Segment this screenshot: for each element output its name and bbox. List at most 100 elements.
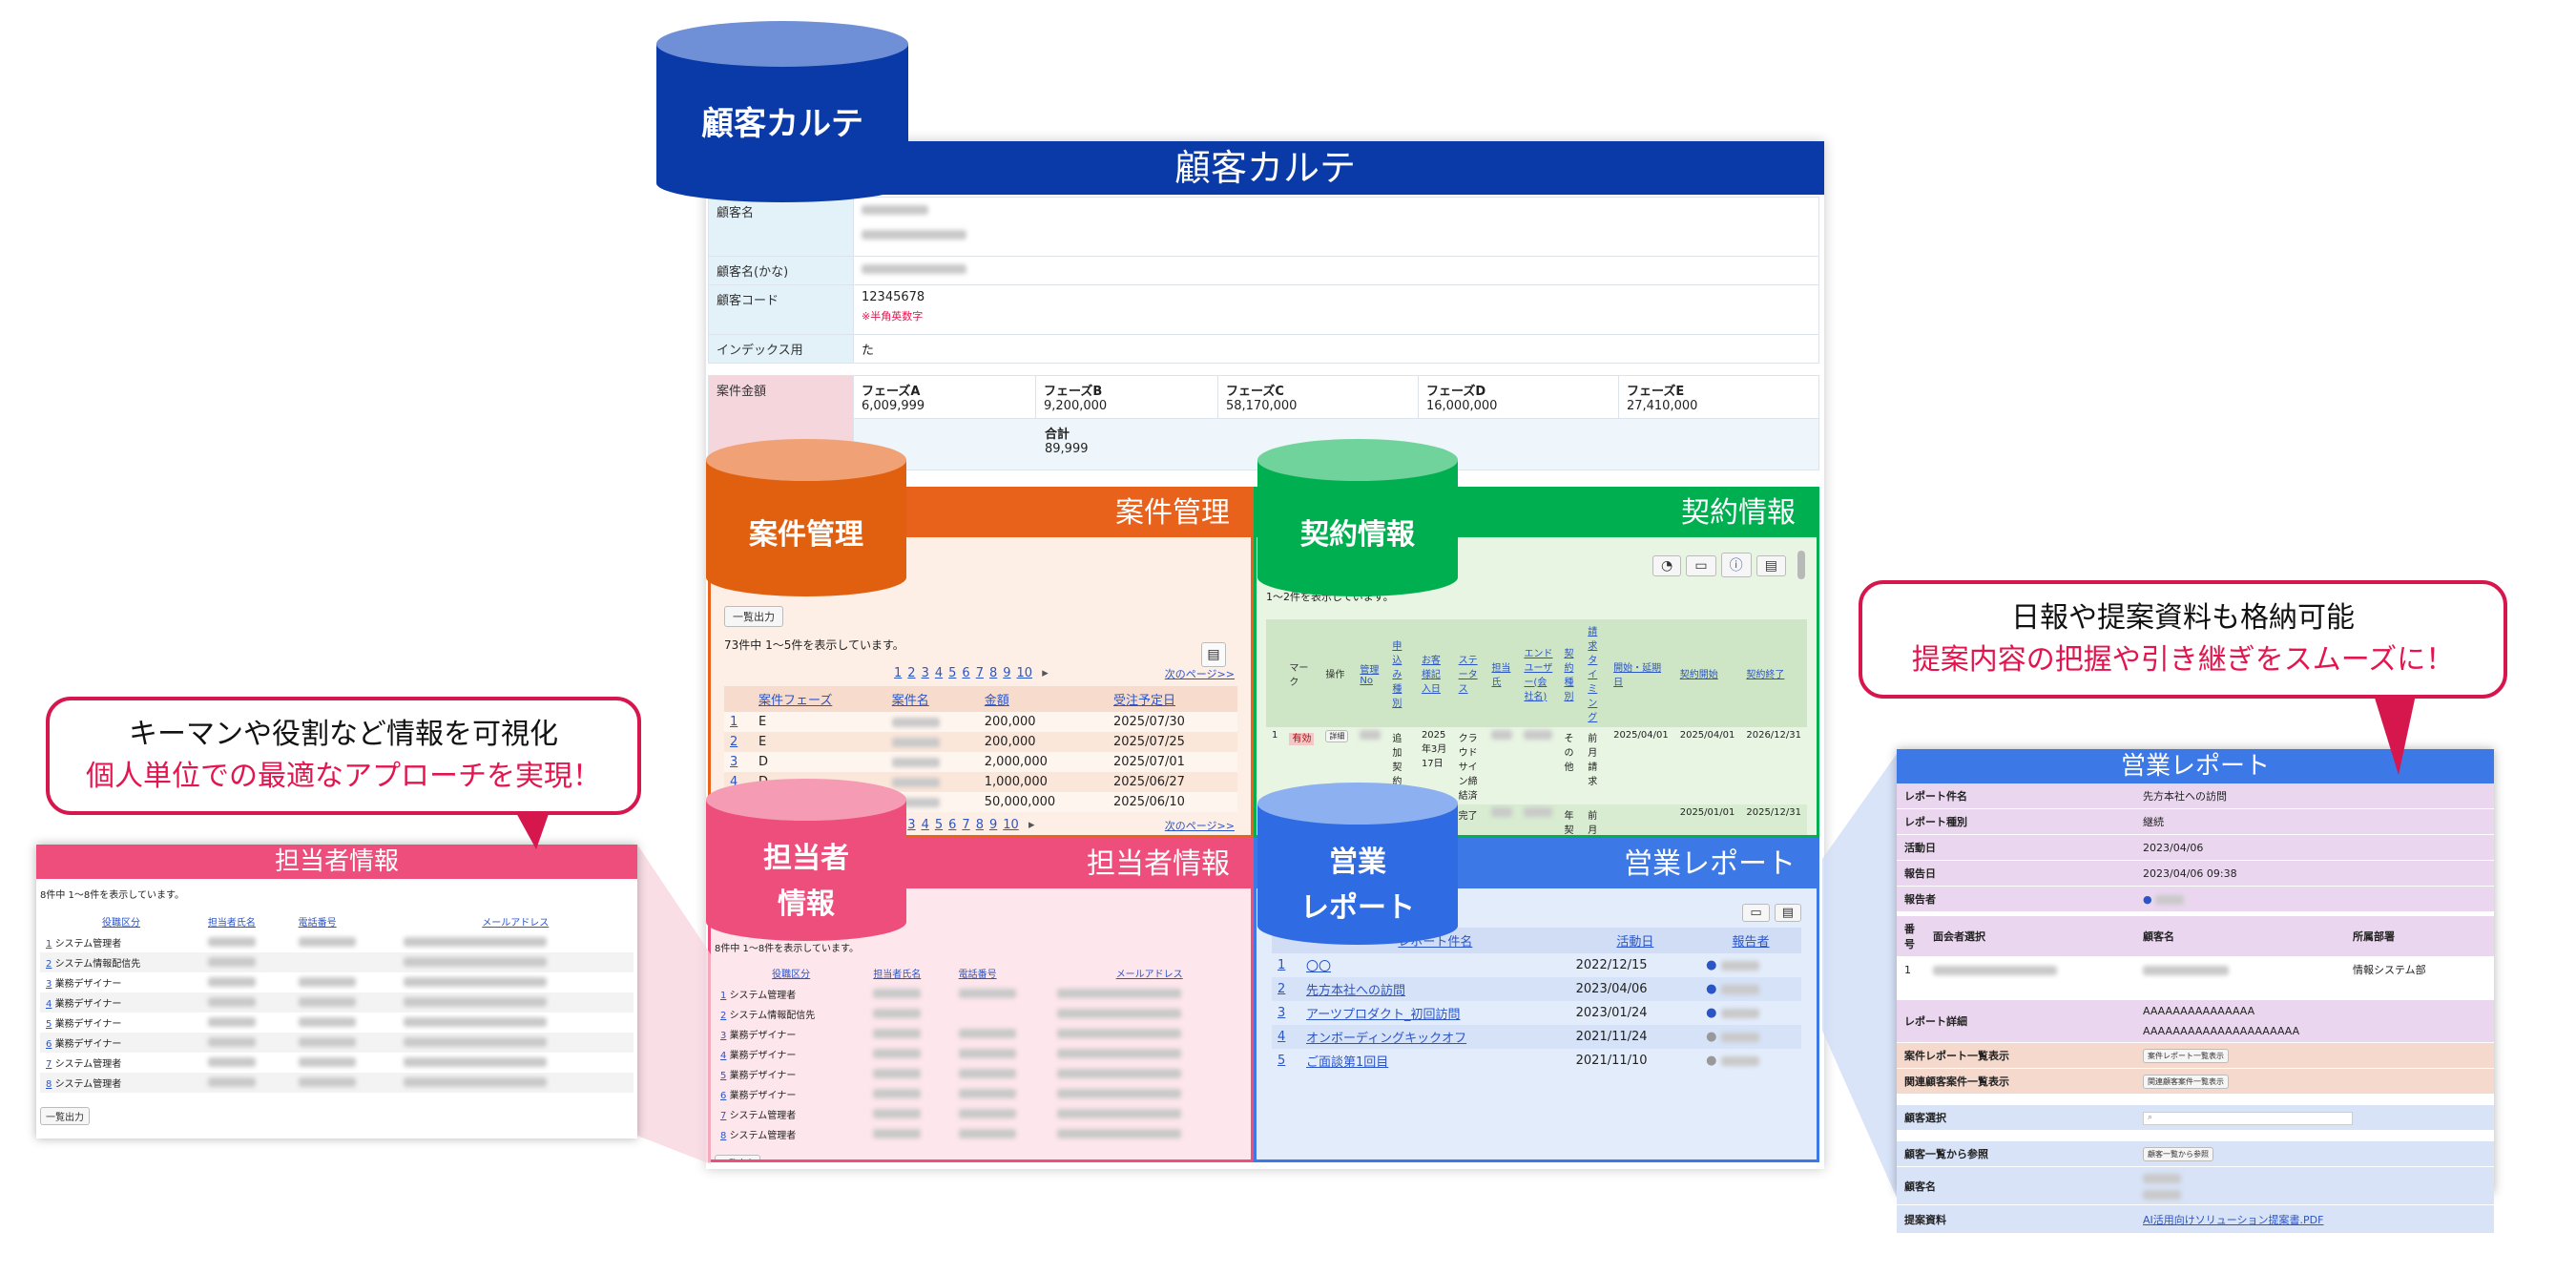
col-person[interactable]: 担当者氏名 xyxy=(207,918,256,929)
row-number[interactable]: 1 xyxy=(1278,958,1286,972)
row-number[interactable]: 3 xyxy=(730,755,738,769)
search-input[interactable]: ⌕ xyxy=(2143,1112,2353,1125)
page-link[interactable]: 8 xyxy=(975,818,984,832)
col-end-user[interactable]: エンドユーザー(会社名) xyxy=(1524,648,1553,702)
page-link[interactable]: 10 xyxy=(1003,818,1019,832)
col-entry-date[interactable]: お客様記入日 xyxy=(1421,656,1441,695)
page-link[interactable]: 6 xyxy=(962,666,970,680)
col-activity-date[interactable]: 活動日 xyxy=(1616,935,1654,950)
row-number[interactable]: 2 xyxy=(46,959,52,970)
row-number[interactable]: 3 xyxy=(46,979,52,990)
table-row[interactable]: 5 業務デザイナー xyxy=(40,1013,634,1033)
print-icon[interactable]: ▭ xyxy=(1686,555,1716,576)
col-billing[interactable]: 請求タイミング xyxy=(1588,627,1598,723)
anken-export-button[interactable]: 一覧出力 xyxy=(724,606,783,627)
page-link[interactable]: 3 xyxy=(907,818,916,832)
page-link[interactable]: 5 xyxy=(934,818,944,832)
page-link[interactable]: 6 xyxy=(948,818,957,832)
table-row[interactable]: 1 システム管理者 xyxy=(40,932,634,952)
page-link[interactable]: 9 xyxy=(988,818,998,832)
row-number[interactable]: 1 xyxy=(46,939,52,950)
page-link[interactable]: 8 xyxy=(988,666,998,680)
clipboard-icon[interactable]: ▤ xyxy=(1201,642,1226,667)
table-row[interactable]: 2 システム情報配信先 xyxy=(40,952,634,972)
chart-icon[interactable]: ◔ xyxy=(1652,555,1682,576)
table-row[interactable]: 4 業務デザイナー xyxy=(715,1044,1247,1064)
col-person[interactable]: 担当者氏名 xyxy=(873,970,922,980)
table-row[interactable]: 8 システム管理者 xyxy=(715,1124,1247,1144)
table-row[interactable]: 2 システム情報配信先 xyxy=(715,1004,1247,1024)
info-icon[interactable]: ⓘ xyxy=(1720,553,1752,577)
col-contract-type[interactable]: 契約種別 xyxy=(1564,648,1574,702)
detail-button[interactable]: 詳細 xyxy=(1325,730,1349,742)
row-number[interactable]: 2 xyxy=(720,1011,727,1021)
table-row[interactable]: 6 業務デザイナー xyxy=(40,1033,634,1053)
col-status[interactable]: ステータス xyxy=(1458,656,1478,695)
col-contract-start[interactable]: 契約開始 xyxy=(1679,670,1718,680)
col-contract-end[interactable]: 契約終了 xyxy=(1746,670,1785,680)
col-date[interactable]: 受注予定日 xyxy=(1112,694,1175,708)
page-link[interactable]: 9 xyxy=(1003,666,1011,680)
row-number[interactable]: 4 xyxy=(46,999,52,1010)
row-number[interactable]: 4 xyxy=(730,775,738,789)
page-link[interactable]: 2 xyxy=(907,666,916,680)
row-number[interactable]: 2 xyxy=(730,735,738,749)
table-row[interactable]: 5 業務デザイナー xyxy=(715,1064,1247,1084)
proposal-file-link[interactable]: AI活用向けソリューション提案書.PDF xyxy=(2135,1204,2494,1234)
page-link[interactable]: 1 xyxy=(894,666,903,680)
row-number[interactable]: 8 xyxy=(46,1079,52,1090)
table-row[interactable]: 3 業務デザイナー xyxy=(40,972,634,992)
row-number[interactable]: 5 xyxy=(46,1019,52,1030)
row-number[interactable]: 1 xyxy=(720,991,727,1001)
clipboard-icon[interactable]: ▤ xyxy=(1774,904,1801,922)
table-row[interactable]: 1 情報システム部 xyxy=(1897,956,2494,983)
row-report-title[interactable]: 先方本社への訪問 xyxy=(1306,984,1406,998)
row-report-title[interactable]: アーツプロダクト_初回訪問 xyxy=(1306,1008,1461,1022)
related-list-button[interactable]: 関連顧客案件一覧表示 xyxy=(2143,1074,2229,1089)
page-link[interactable]: 7 xyxy=(962,818,970,832)
row-number[interactable]: 7 xyxy=(46,1059,52,1070)
col-phone[interactable]: 電話番号 xyxy=(958,970,997,980)
row-number[interactable]: 6 xyxy=(720,1091,727,1101)
col-mgmt-no[interactable]: 管理No xyxy=(1360,664,1380,686)
page-link[interactable]: 4 xyxy=(934,666,944,680)
table-row[interactable]: 4 業務デザイナー xyxy=(40,992,634,1013)
row-number[interactable]: 4 xyxy=(720,1051,727,1061)
table-row[interactable]: 1 システム管理者 xyxy=(715,984,1247,1004)
row-number[interactable]: 8 xyxy=(720,1131,727,1141)
clipboard-icon[interactable]: ▤ xyxy=(1755,555,1786,576)
col-phone[interactable]: 電話番号 xyxy=(298,918,337,929)
tanto-export-button[interactable]: 一覧出力 xyxy=(715,1155,761,1159)
tanto-detail-export-button[interactable]: 一覧出力 xyxy=(40,1107,90,1125)
col-staff[interactable]: 担当氏 xyxy=(1491,662,1511,688)
page-link[interactable]: 7 xyxy=(975,666,984,680)
row-report-title[interactable]: 〇〇 xyxy=(1306,960,1332,974)
page-link[interactable]: 5 xyxy=(948,666,957,680)
col-role[interactable]: 役職区分 xyxy=(772,970,811,980)
row-number[interactable]: 6 xyxy=(46,1039,52,1050)
anken-next-link[interactable]: 次のページ>> xyxy=(1164,668,1235,680)
col-reporter[interactable]: 報告者 xyxy=(1732,935,1770,950)
row-number[interactable]: 3 xyxy=(720,1031,727,1041)
pager-arrow-icon[interactable]: ▸ xyxy=(1028,818,1035,832)
col-start-delay[interactable]: 開始・延期日 xyxy=(1613,662,1662,688)
row-number[interactable]: 7 xyxy=(720,1111,727,1121)
row-number[interactable]: 5 xyxy=(720,1071,727,1081)
page-link[interactable]: 10 xyxy=(1016,666,1033,680)
scrollbar[interactable] xyxy=(1797,551,1805,579)
page-link[interactable]: 3 xyxy=(921,666,929,680)
col-apply-type[interactable]: 申込み種別 xyxy=(1392,641,1402,709)
print-icon[interactable]: ▭ xyxy=(1742,904,1770,922)
row-number[interactable]: 3 xyxy=(1278,1006,1286,1020)
row-number[interactable]: 2 xyxy=(1278,982,1286,996)
pager-arrow-icon[interactable]: ▸ xyxy=(1042,666,1049,680)
anken-next-link-bottom[interactable]: 次のページ>> xyxy=(1164,820,1235,832)
row-number[interactable]: 4 xyxy=(1278,1030,1286,1044)
